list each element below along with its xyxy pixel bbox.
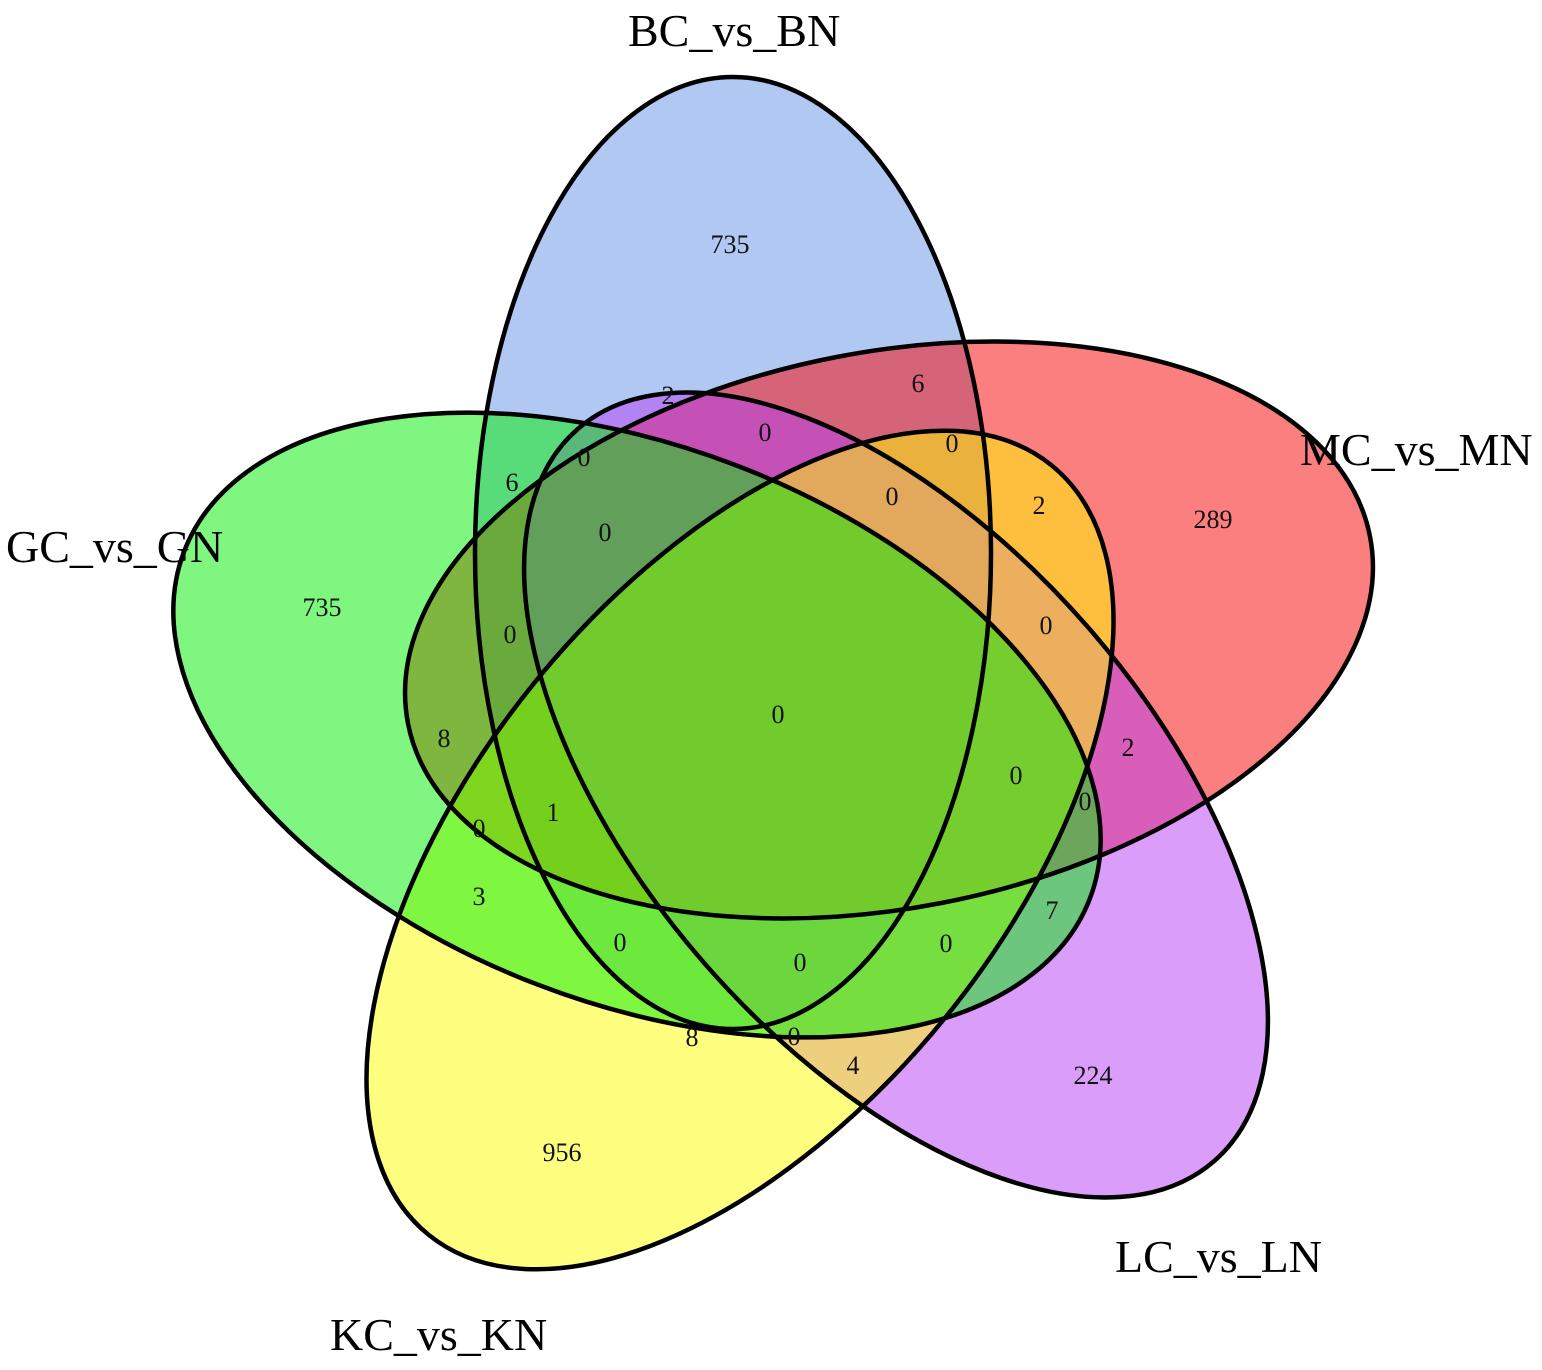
count-region: 6 (506, 468, 519, 497)
set-outlines (171, 74, 1376, 1272)
count-region: 0 (1040, 611, 1053, 640)
count-region: 0 (504, 620, 517, 649)
count-region: 7 (1046, 896, 1059, 925)
count-bc-only: 735 (711, 230, 750, 259)
count-region: 0 (759, 418, 772, 447)
set-label-lc: LC_vs_LN (1115, 1231, 1322, 1282)
count-region: 0 (886, 482, 899, 511)
count-region: 0 (1079, 787, 1092, 816)
count-region: 2 (662, 381, 675, 410)
count-region: 0 (794, 948, 807, 977)
count-region: 0 (473, 814, 486, 843)
count-region: 0 (946, 429, 959, 458)
count-region: 0 (599, 518, 612, 547)
count-region: 8 (686, 1023, 699, 1052)
count-lc-only: 224 (1074, 1061, 1113, 1090)
count-region: 8 (438, 724, 451, 753)
count-mc-only: 289 (1194, 505, 1233, 534)
region-counts: 735 735 289 224 956 0 2 6 0 0 0 6 0 0 2 … (303, 230, 1233, 1167)
count-kc-only: 956 (543, 1138, 582, 1167)
count-region: 0 (614, 928, 627, 957)
set-label-gc: GC_vs_GN (6, 521, 223, 572)
set-label-kc: KC_vs_KN (330, 1309, 547, 1360)
count-region: 0 (940, 929, 953, 958)
mc-vs-mn-outline (402, 339, 1376, 921)
count-region: 1 (547, 798, 560, 827)
count-region: 0 (1010, 761, 1023, 790)
set-label-mc: MC_vs_MN (1300, 424, 1533, 475)
count-gc-only: 735 (303, 593, 342, 622)
count-region: 4 (847, 1051, 860, 1080)
count-region: 0 (788, 1022, 801, 1051)
count-region: 3 (473, 882, 486, 911)
count-region: 2 (1122, 733, 1135, 762)
set-label-bc: BC_vs_BN (628, 5, 840, 56)
bc-vs-bn-outline (472, 74, 994, 1032)
gc-vs-gn-fill (173, 412, 1101, 1038)
lc-vs-ln-outline (521, 390, 1271, 1200)
set-fills (173, 77, 1373, 1270)
count-region: 2 (1033, 491, 1046, 520)
count-region: 0 (578, 443, 591, 472)
gc-vs-gn-outline (171, 410, 1103, 1040)
count-region: 6 (912, 369, 925, 398)
set-labels: BC_vs_BN MC_vs_MN LC_vs_LN KC_vs_KN GC_v… (6, 5, 1533, 1360)
count-center: 0 (772, 700, 785, 729)
